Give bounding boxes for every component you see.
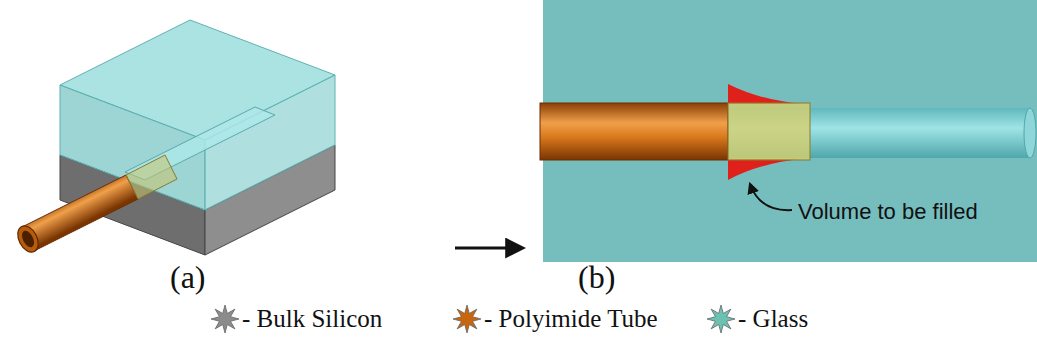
callout-text: Volume to be filled	[798, 199, 978, 225]
legend-item: - Glass	[706, 304, 808, 334]
section-view	[540, 0, 1037, 262]
block-3d	[14, 20, 335, 256]
panel-label: (a)	[170, 259, 206, 296]
legend-item: - Polyimide Tube	[452, 304, 658, 334]
legend-swatch	[706, 304, 736, 334]
leader-line	[750, 184, 792, 210]
legend-item: - Bulk Silicon	[210, 304, 382, 334]
legend-text: - Polyimide Tube	[484, 305, 658, 333]
panel-label: (b)	[578, 259, 615, 296]
legend-text: - Bulk Silicon	[242, 305, 382, 333]
legend-text: - Glass	[738, 305, 808, 333]
legend-swatch	[210, 304, 240, 334]
process-arrow	[455, 247, 522, 250]
legend-swatch	[452, 304, 482, 334]
